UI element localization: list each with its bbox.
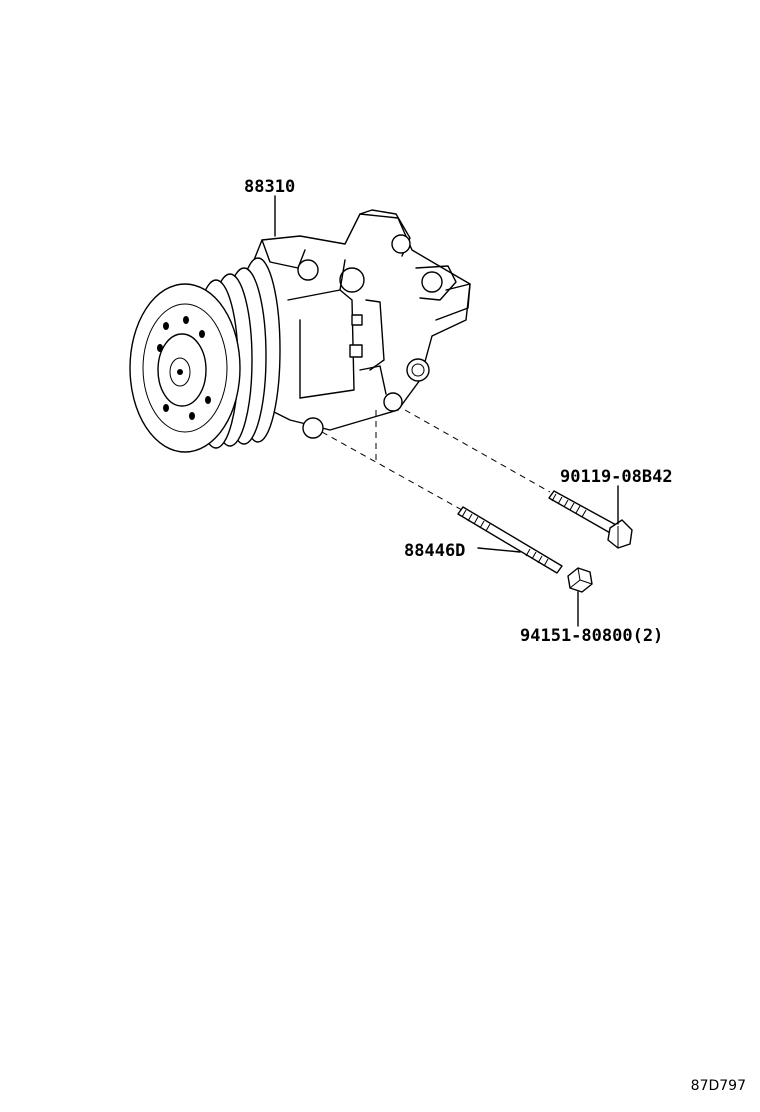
leader-lines <box>274 195 619 627</box>
nut-drawing <box>567 567 593 593</box>
callout-88310: 88310 <box>244 177 295 197</box>
callout-94151-80800: 94151-80800(2) <box>520 626 663 646</box>
assembly-lines <box>321 409 551 511</box>
figure-code: 87D797 <box>691 1078 746 1094</box>
callout-90119-08b42: 90119-08B42 <box>560 467 673 487</box>
bolt-drawing <box>548 490 633 549</box>
compressor-drawing <box>129 209 471 453</box>
callout-88446d: 88446D <box>404 541 465 561</box>
hub-bolt-holes <box>157 316 211 420</box>
stud-drawing <box>457 506 563 574</box>
